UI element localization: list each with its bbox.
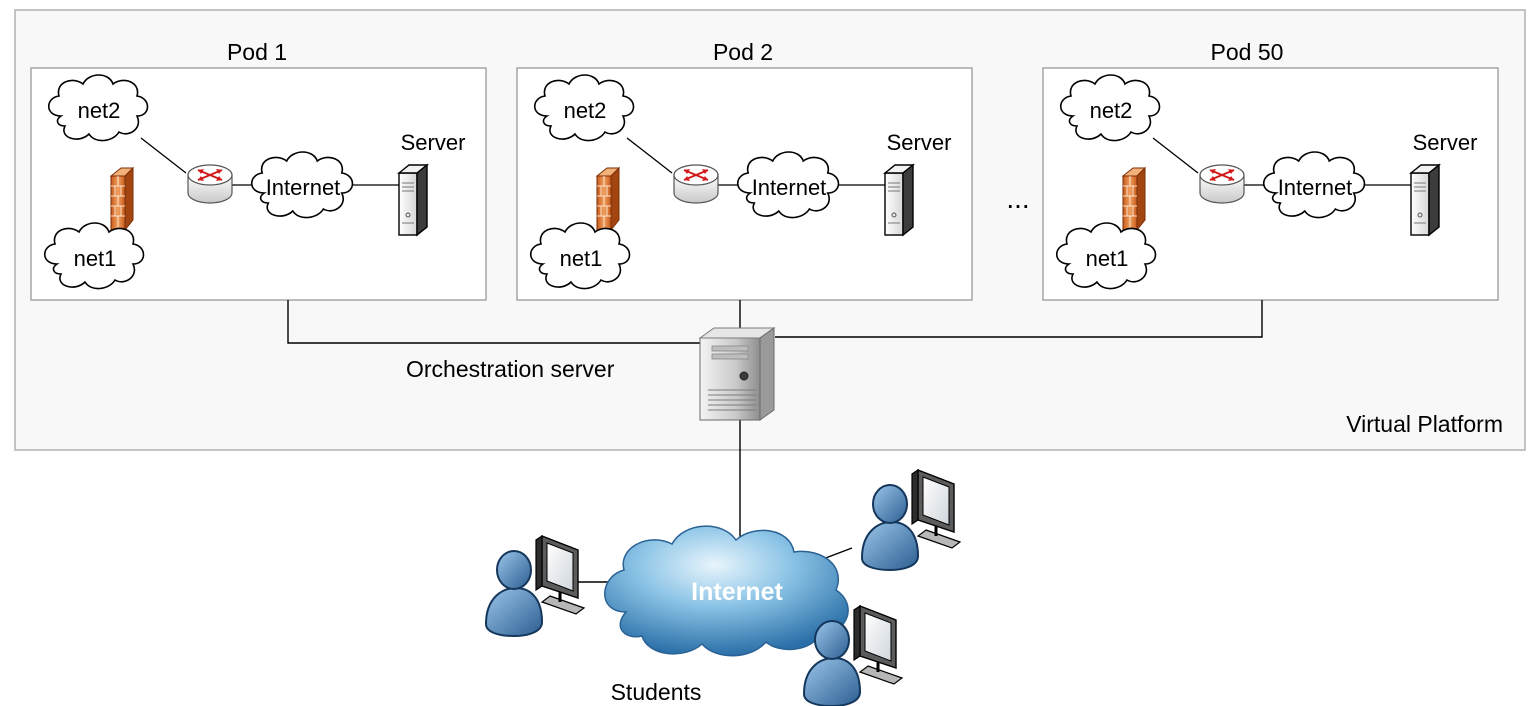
internet-cloud-label: Internet (691, 578, 783, 606)
pod-2: Pod 2 net2 net1 Internet Server (517, 39, 972, 300)
student-right-icon (860, 468, 962, 572)
orchestration-server-icon (698, 327, 776, 421)
pods-ellipsis: ... (1006, 183, 1029, 214)
pod-50-server-label: Server (1413, 130, 1478, 155)
orchestration-server-label: Orchestration server (406, 356, 615, 382)
pod-50-internet-label: Internet (1278, 175, 1353, 200)
pod-1-net1-label: net1 (74, 246, 117, 271)
pod-2-server-label: Server (887, 130, 952, 155)
students-label: Students (611, 679, 702, 705)
pod-50-net2-label: net2 (1090, 98, 1133, 123)
pod-1-server-label: Server (401, 130, 466, 155)
pod-2-title: Pod 2 (713, 39, 773, 65)
pod-1-net2-label: net2 (78, 98, 121, 123)
student-left-icon (484, 534, 586, 638)
internet-cloud-icon (604, 525, 849, 657)
pod-2-net1-label: net1 (560, 246, 603, 271)
pod-1-internet-label: Internet (266, 175, 341, 200)
pod-1: Pod 1 net2 net1 Internet Server (31, 39, 486, 300)
virtual-platform-label: Virtual Platform (1346, 411, 1503, 437)
pod-50-net1-label: net1 (1086, 246, 1129, 271)
pod-50: Pod 50 net2 net1 Internet Server (1043, 39, 1498, 300)
pod-50-title: Pod 50 (1211, 39, 1284, 65)
orchestration-links (287, 300, 1263, 540)
pod-2-net2-label: net2 (564, 98, 607, 123)
pod-2-internet-label: Internet (752, 175, 827, 200)
pod-1-title: Pod 1 (227, 39, 287, 65)
